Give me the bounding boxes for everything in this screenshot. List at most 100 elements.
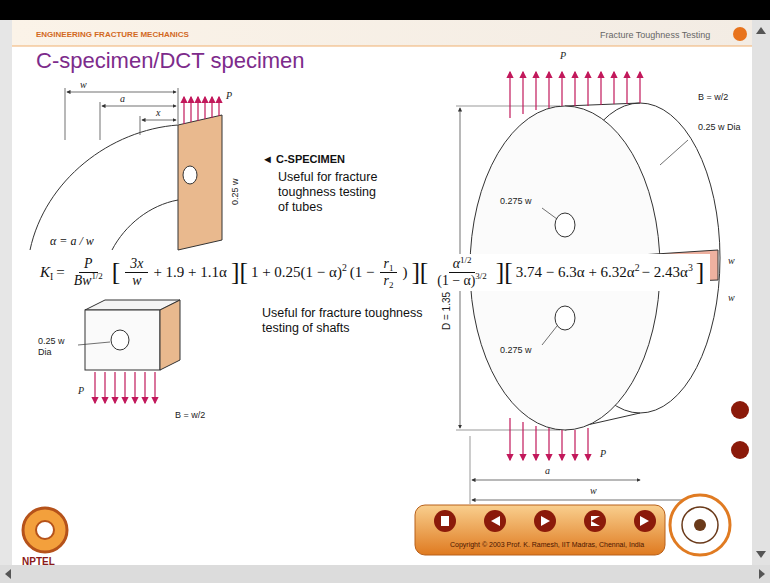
dct-specimen-figure-part-part (613, 72, 614, 104)
formula-term: 3x (130, 256, 143, 271)
navigation-bar-part (491, 516, 500, 526)
formula-group: 3x w (125, 256, 148, 289)
window-frame-part (756, 27, 766, 34)
c-specimen-figure-part (142, 120, 176, 121)
formula-group: r2 (380, 273, 398, 289)
bracket: ][ (496, 257, 513, 287)
formula-term: = (56, 264, 64, 281)
c-specimen-figure-part (65, 88, 66, 140)
c-specimen-figure-part-part (197, 97, 198, 121)
dimension-label: w (728, 255, 735, 267)
nptel-logo-part (23, 508, 67, 552)
formula-group: P (79, 256, 97, 273)
formula-group: α1/2 (449, 256, 476, 273)
superscript: 2 (635, 262, 640, 273)
dct-specimen-figure-part-part (522, 72, 523, 114)
variation-specimen-figure (78, 300, 180, 403)
dct-specimen-figure-part-part (587, 72, 588, 106)
note-text: Useful for fracture toughness testing of… (262, 306, 430, 336)
navigation-bar-part (640, 516, 649, 526)
variation-specimen-figure-part-part (124, 372, 125, 403)
c-specimen-figure (30, 88, 222, 250)
c-specimen-figure-part (178, 88, 179, 124)
logo-text: NPTEL (22, 556, 55, 568)
bracket: ][ (411, 257, 428, 287)
c-specimen-figure-part (184, 97, 219, 124)
dimension-label: B = w/2 (698, 92, 728, 103)
c-specimen-figure-part-part (183, 97, 184, 124)
load-label: P (226, 90, 232, 102)
load-label: P (78, 385, 84, 397)
navigation-bar-part (534, 510, 556, 532)
formula-group: r1r2 (380, 256, 398, 289)
dct-specimen-figure-part (542, 208, 557, 219)
dct-specimen-figure-part (470, 436, 471, 504)
definition-text: α = a / w (50, 234, 94, 248)
dct-specimen-figure-part-part (535, 426, 536, 460)
dct-specimen-figure-part-part (639, 72, 640, 103)
c-specimen-figure-part-part (218, 97, 219, 116)
formula-term: (1 − (350, 264, 375, 281)
c-specimen-figure-part (100, 102, 101, 140)
dct-specimen-figure-part-part (509, 72, 510, 118)
dimension-label: w (80, 79, 87, 91)
formula-group: α1/2 (453, 256, 472, 271)
navigation-bar-part (441, 516, 449, 526)
window-frame-part (756, 551, 766, 558)
dct-specimen-figure-part-part (626, 72, 627, 104)
dct-specimen-figure-part-part (509, 418, 510, 460)
formula-group: w (127, 273, 146, 289)
navigation-bar-part (541, 516, 550, 526)
dct-specimen-figure-part-part (561, 72, 562, 106)
navigation-bar-part (434, 510, 456, 532)
iit-logo-part (694, 519, 706, 531)
c-specimen-figure-part (178, 115, 222, 250)
variation-specimen-figure-part-part (144, 372, 145, 403)
superscript: 1/2 (460, 255, 471, 265)
variation-specimen-figure-part-part (154, 372, 155, 403)
dct-specimen-figure-part (456, 430, 560, 431)
dimension-label: x (156, 107, 160, 119)
formula-term: r (384, 256, 389, 271)
navigation-bar-part (484, 510, 506, 532)
stress-intensity-formula: KI=PBw1/2[3xw+ 1.9 + 1.1α][1 + 0.25(1 − … (35, 254, 710, 291)
navigation-bar-part (415, 505, 665, 555)
formula-group: r2 (384, 273, 394, 288)
window-frame-part (0, 20, 12, 565)
iit-logo-part (670, 495, 730, 555)
dct-specimen-figure-part-part (587, 428, 588, 460)
navigation-bar-part (731, 441, 749, 459)
copyright-text: Copyright © 2003 Prof. K. Ramesh, IIT Ma… (450, 541, 644, 549)
formula-group: 3.74 − 6.3α + 6.32α2 (516, 264, 640, 281)
dct-specimen-figure-part-part (522, 422, 523, 460)
window-frame-part (12, 20, 752, 46)
formula-group: Bw1/2 (70, 273, 107, 289)
window-frame-part (0, 565, 770, 583)
nptel-logo-part (36, 521, 54, 539)
dimension-label: B = w/2 (175, 410, 205, 421)
dimension-label: w (590, 485, 597, 497)
subscript: 2 (389, 280, 393, 290)
variation-specimen-figure-part (111, 330, 129, 350)
formula-group: PBw1/2 (70, 256, 107, 289)
formula-group: r1 (384, 256, 394, 271)
c-specimen-figure-part (30, 125, 178, 250)
formula-term: Bw (74, 273, 92, 288)
variation-specimen-figure-part (160, 300, 180, 370)
window-frame-part (759, 569, 765, 579)
subscript: 1 (389, 263, 393, 273)
navigation-bar (415, 401, 749, 555)
bracket: ] (696, 257, 705, 287)
navigation-bar-part (634, 510, 656, 532)
dimension-label: a (120, 93, 125, 105)
formula-term: 1 + 0.25(1 − α) (251, 264, 342, 280)
variation-specimen-figure-part-part (134, 372, 135, 403)
dct-specimen-figure-part (660, 140, 688, 165)
formula-group: 3x (125, 256, 148, 273)
superscript: 2 (342, 262, 347, 273)
navigation-bar-part (584, 510, 606, 532)
